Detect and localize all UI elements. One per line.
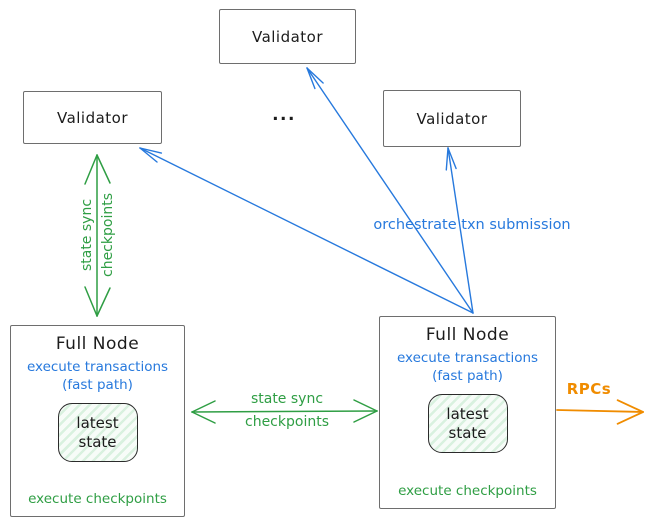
- validator-top-label: Validator: [251, 27, 324, 46]
- full-node-left-blue-text: execute transactions (fast path): [27, 358, 168, 394]
- state-sync-vertical-label: state sync checkpoints: [77, 175, 119, 295]
- arrow-orchestrate-to-right-validator: [445, 147, 474, 314]
- execute-transactions-text: execute transactions: [26, 359, 169, 375]
- latest-state-line1: latest: [446, 404, 489, 423]
- validator-left-box: Validator: [23, 91, 162, 144]
- execute-transactions-text: execute transactions: [396, 350, 539, 366]
- arrow-orchestrate-to-left-validator: [139, 147, 474, 314]
- validator-right-label: Validator: [416, 109, 488, 128]
- latest-state-line2: state: [78, 432, 117, 451]
- validator-top-box: Validator: [219, 9, 356, 64]
- arrow-orchestrate-to-top-validator: [306, 67, 474, 314]
- execute-checkpoints-text-right: execute checkpoints: [398, 483, 537, 499]
- latest-state-line2: state: [448, 423, 487, 442]
- state-sync-horizontal-label-line2: checkpoints: [245, 414, 329, 430]
- execute-checkpoints-text-left: execute checkpoints: [28, 491, 167, 507]
- state-sync-vertical-label-line2: checkpoints: [100, 193, 116, 277]
- latest-state-box-left: latest state: [57, 403, 138, 462]
- arrow-state-sync-horizontal: [191, 399, 378, 424]
- full-node-right-title: Full Node: [425, 325, 510, 345]
- full-node-left-box: Full Node execute transactions (fast pat…: [10, 325, 185, 517]
- validator-right-box: Validator: [383, 90, 521, 147]
- full-node-right-blue-text: execute transactions (fast path): [397, 349, 538, 385]
- full-node-right-box: Full Node execute transactions (fast pat…: [379, 316, 556, 509]
- rpcs-label: RPCs: [566, 380, 612, 398]
- latest-state-box-right: latest state: [427, 394, 508, 453]
- state-sync-vertical-label-line1: state sync: [79, 198, 95, 272]
- arrow-state-sync-vertical: [84, 154, 111, 317]
- validator-left-label: Validator: [56, 108, 129, 127]
- latest-state-line1: latest: [76, 413, 119, 432]
- fast-path-text: (fast path): [432, 368, 503, 384]
- arrow-rpcs: [556, 399, 644, 425]
- orchestrate-txn-submission-label: orchestrate txn submission: [373, 217, 571, 233]
- fast-path-text: (fast path): [62, 377, 133, 393]
- state-sync-horizontal-label-line1: state sync: [250, 391, 324, 407]
- more-validators-ellipsis: ...: [272, 105, 296, 125]
- full-node-left-title: Full Node: [55, 334, 140, 354]
